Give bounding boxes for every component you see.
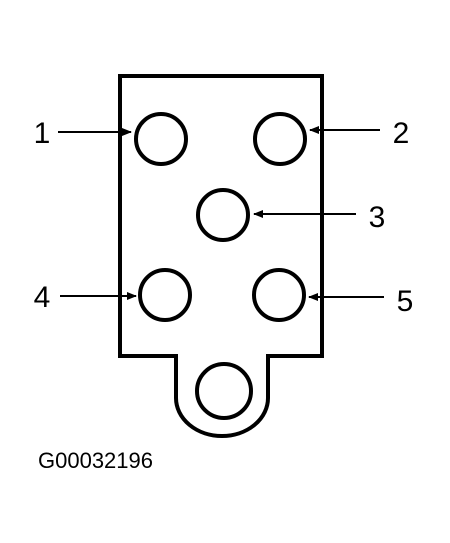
connector-outline [118,74,324,438]
mounting-hole [195,362,253,420]
callout-1: 1 [34,117,51,150]
callout-4: 4 [34,281,51,314]
callout-5: 5 [397,285,414,318]
terminal-3 [196,188,250,242]
terminal-2 [253,112,307,166]
callout-3: 3 [369,201,386,234]
terminal-5 [252,268,306,322]
figure-id: G00032196 [38,448,153,473]
terminal-1 [134,112,188,166]
callout-2: 2 [393,117,410,150]
terminal-4 [138,268,192,322]
